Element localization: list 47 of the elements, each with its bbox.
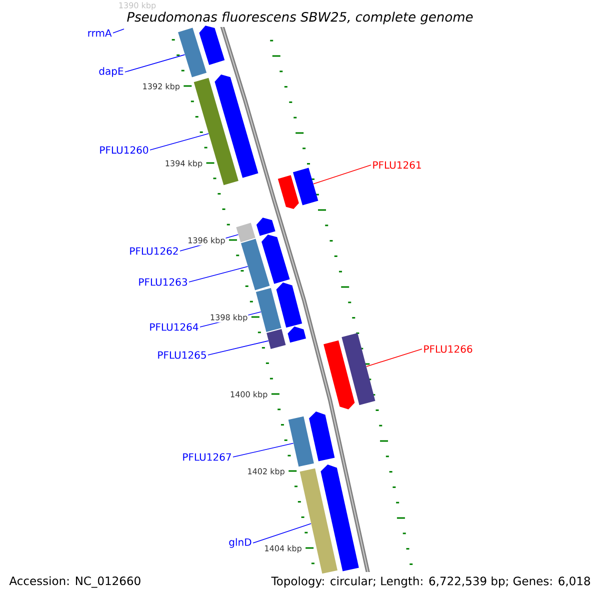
leader-line [208, 340, 269, 356]
gene-label: PFLU1267 [183, 453, 231, 461]
gene-feature [278, 175, 299, 210]
gene-feature [324, 340, 355, 410]
gene-label: dapE [99, 67, 124, 77]
gene-label: PFLU1260 [100, 146, 148, 154]
scale-label: 1398 kbp [210, 314, 248, 322]
gene-label: PFLU1264 [150, 323, 198, 331]
leader-line [188, 266, 248, 282]
leader-line [313, 164, 372, 184]
gene-label: glnD [229, 538, 252, 548]
scale-label: 1400 kbp [230, 390, 268, 400]
gene-label: PFLU1265 [158, 351, 206, 359]
scale-label: 1392 kbp [142, 82, 180, 92]
gene-label: rrmA [88, 29, 112, 37]
gene-bar [300, 468, 338, 574]
gene-bar [236, 222, 256, 242]
gene-bar [292, 168, 318, 206]
gene-label: PFLU1261 [373, 161, 421, 169]
gene-bar [178, 28, 207, 78]
gene-feature [288, 326, 306, 343]
leader-line [112, 28, 124, 34]
gene-feature [199, 26, 225, 65]
gene-bar [342, 332, 376, 406]
scale-label: 1402 kbp [246, 468, 286, 476]
gene-feature [262, 234, 290, 284]
gene-label: PFLU1263 [139, 278, 187, 286]
gene-bar [256, 288, 282, 332]
gene-feature [309, 411, 335, 462]
gene-label: PFLU1266 [424, 345, 472, 353]
gene-feature [256, 218, 276, 236]
title: Pseudomonas fluorescens SBW25, complete genome [127, 12, 473, 24]
gene-feature [214, 74, 258, 178]
leader-line [252, 523, 312, 544]
scale-label: 1396 kbp [187, 236, 226, 246]
gene-bar [266, 329, 286, 349]
scale-label: 1404 kbp [264, 544, 302, 554]
scale-label: 1390 kbp [118, 2, 157, 10]
gene-bar [288, 416, 314, 467]
footer-text: Topology: circular; Length: 6,722,539 bp; Genes: 6,018 [271, 576, 590, 588]
footer-text: Accession: NC_012660 [9, 576, 140, 588]
gene-feature [320, 464, 359, 572]
leader-line [124, 54, 186, 72]
gene-bar [240, 238, 270, 290]
scale-label: 1394 kbp [164, 160, 204, 168]
leader-line [366, 348, 422, 367]
gene-label: PFLU1262 [130, 247, 178, 255]
